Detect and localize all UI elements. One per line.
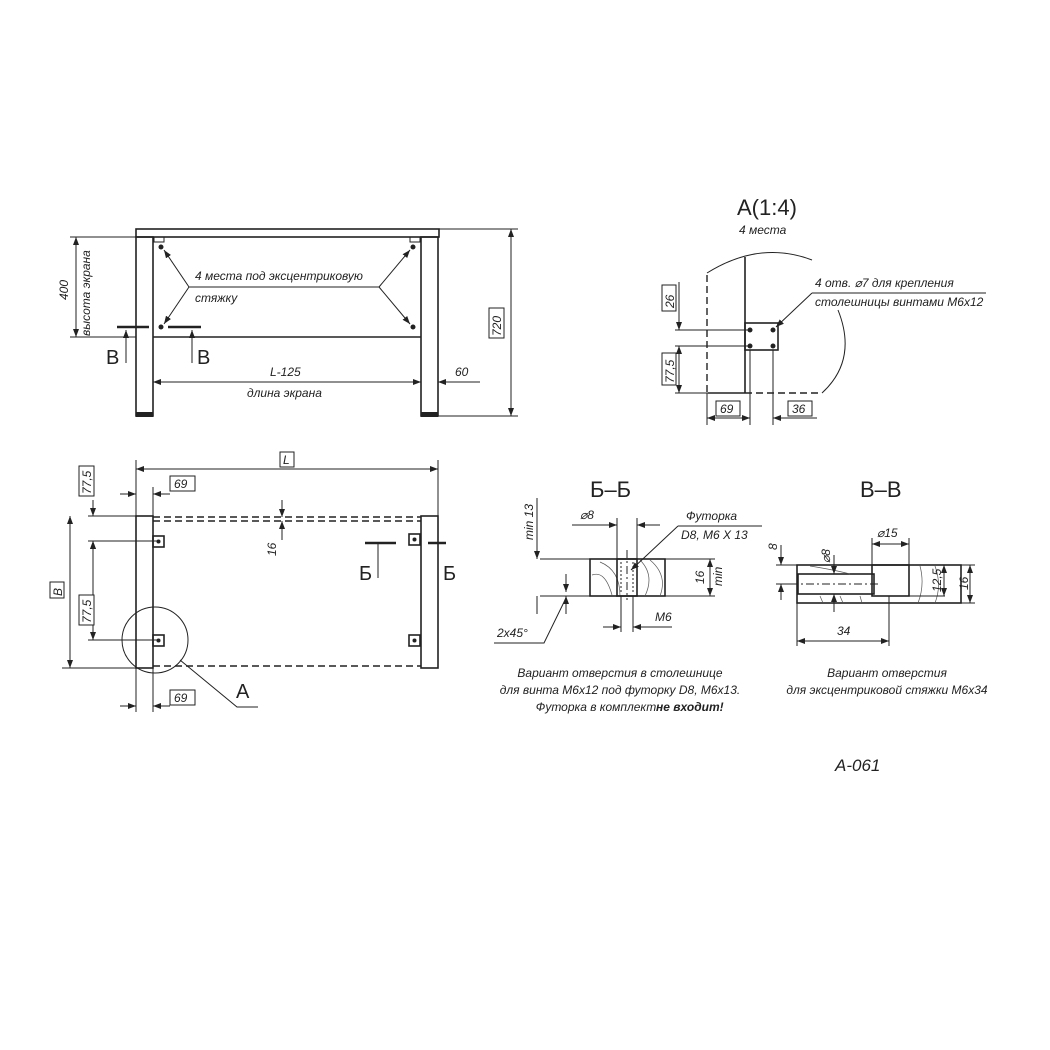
dim-top-69: 69 bbox=[174, 477, 188, 491]
left-leg-plan bbox=[135, 515, 154, 669]
dim-screen-length: L-125 bbox=[270, 365, 301, 379]
screen-length-label: длина экрана bbox=[247, 386, 322, 400]
dim-length: L bbox=[283, 453, 290, 467]
section-mark-v-right: В bbox=[197, 347, 210, 369]
front-note-line1: 4 места под эксцентриковую bbox=[195, 269, 363, 283]
chamfer: 2x45° bbox=[496, 626, 528, 640]
mount-plate bbox=[744, 322, 779, 351]
dim-d15: ⌀15 bbox=[877, 526, 898, 540]
section-bb: Б–Б min 13 ⌀8 Футорка D8, M6 X 13 16 min… bbox=[494, 477, 762, 714]
mount-plates bbox=[152, 533, 421, 647]
dim-m6: M6 bbox=[655, 610, 672, 624]
drawing-code: А-061 bbox=[834, 756, 880, 775]
dim-d8-vv: ⌀8 bbox=[819, 549, 833, 563]
screen-height-label: высота экрана bbox=[79, 250, 93, 336]
detail-a-note-line2: столешницы винтами М6х12 bbox=[815, 295, 984, 309]
right-leg-plan bbox=[420, 515, 439, 669]
dim-total-height: 720 bbox=[490, 316, 504, 336]
dim-bottom-69: 69 bbox=[174, 691, 188, 705]
detail-a: А(1:4) 4 места 4 отв. ⌀7 для крепления с… bbox=[661, 195, 986, 425]
section-mark-b-left: Б bbox=[359, 563, 372, 585]
plan-view: L 69 77,5 16 B 77,5 69 Б Б bbox=[49, 451, 456, 712]
insert-label2: D8, M6 X 13 bbox=[681, 528, 748, 542]
bb-caption3-bold: не входит! bbox=[656, 700, 724, 714]
dim-16: 16 bbox=[265, 542, 279, 556]
dim-77: 77,5 bbox=[663, 359, 677, 383]
section-mark-b-right: Б bbox=[443, 563, 456, 585]
dim-width: B bbox=[51, 588, 65, 596]
front-view: 4 места под эксцентриковую стяжку 400 вы… bbox=[57, 228, 518, 417]
bb-caption2: для винта М6х12 под футорку D8, M6x13. bbox=[500, 683, 740, 697]
detail-a-note-line1: 4 отв. ⌀7 для крепления bbox=[815, 276, 954, 290]
section-vv-title: В–В bbox=[860, 477, 902, 502]
front-note-line2: стяжку bbox=[195, 291, 238, 305]
dim-16-vv: 16 bbox=[957, 576, 971, 590]
dim-69: 69 bbox=[720, 402, 734, 416]
section-bb-title: Б–Б bbox=[590, 477, 631, 502]
dim-34: 34 bbox=[837, 624, 851, 638]
bb-caption1: Вариант отверстия в столешнице bbox=[517, 666, 722, 680]
section-vv: В–В 8 ⌀8 ⌀15 12,5 16 34 Вариант отверсти… bbox=[766, 477, 988, 697]
eccentric-points bbox=[158, 244, 416, 330]
bb-caption3: Футорка в комплект bbox=[536, 700, 656, 714]
dim-offset: 60 bbox=[455, 365, 469, 379]
eccentric-hole bbox=[871, 564, 910, 597]
dim-screen-height: 400 bbox=[57, 280, 71, 300]
dim-min13: min 13 bbox=[522, 504, 536, 540]
tabletop bbox=[135, 228, 440, 238]
right-leg bbox=[420, 236, 439, 417]
dim-26: 26 bbox=[663, 294, 677, 309]
vv-caption1: Вариант отверстия bbox=[827, 666, 947, 680]
section-mark-v-left: В bbox=[106, 347, 119, 369]
dim-12-5: 12,5 bbox=[930, 568, 944, 592]
dim-min-bb: min bbox=[711, 566, 725, 586]
dim-8: 8 bbox=[766, 543, 780, 550]
dim-top-77: 77,5 bbox=[80, 470, 94, 494]
dim-bottom-77: 77,5 bbox=[80, 599, 94, 623]
detail-a-label: А bbox=[236, 681, 250, 703]
dim-d8: ⌀8 bbox=[580, 508, 594, 522]
vv-caption2: для эксцентриковой стяжки М6х34 bbox=[786, 683, 987, 697]
insert-hole bbox=[616, 558, 638, 597]
insert-label1: Футорка bbox=[686, 509, 737, 523]
dim-16-bb: 16 bbox=[693, 570, 707, 584]
dim-36: 36 bbox=[792, 402, 806, 416]
detail-a-circle bbox=[121, 606, 189, 674]
detail-a-title: А(1:4) bbox=[737, 195, 797, 220]
detail-a-subtitle: 4 места bbox=[739, 223, 787, 237]
